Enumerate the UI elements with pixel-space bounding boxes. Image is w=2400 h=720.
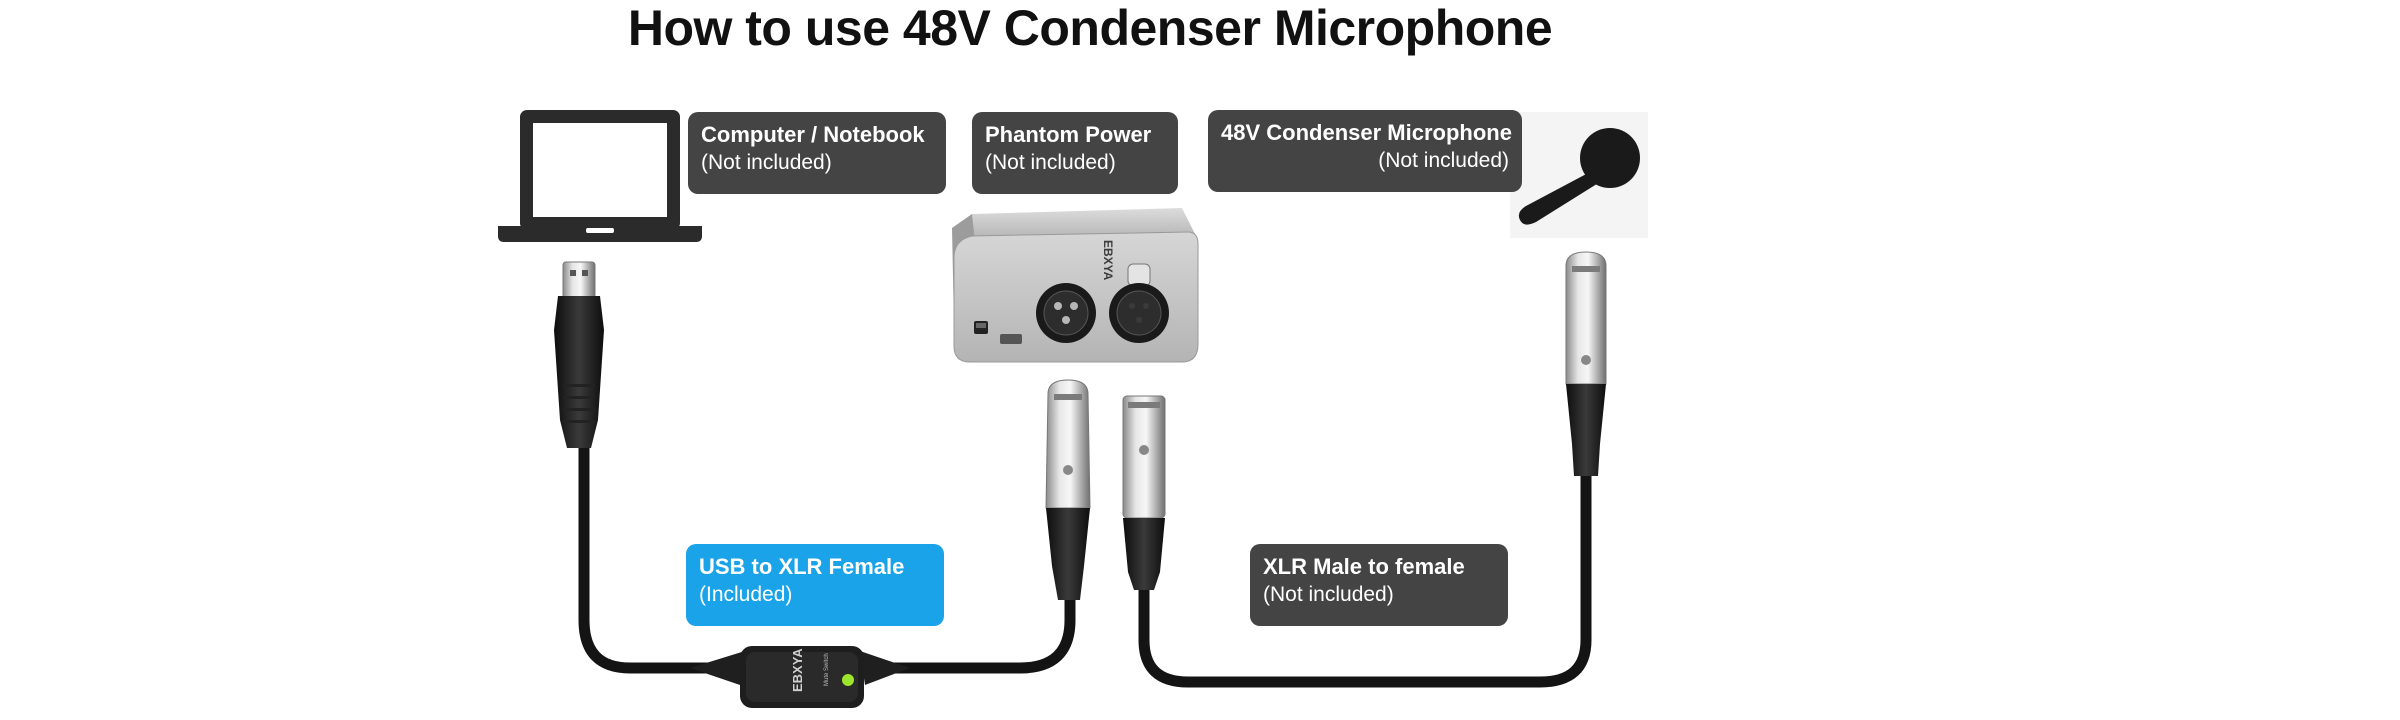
label-computer-note: (Not included) [701,151,832,174]
status-led [842,674,854,686]
page-title: How to use 48V Condenser Microphone [627,0,1553,56]
xlr-male-connector [1122,395,1166,590]
label-usb-to-xlr: USB to XLR Female (Included) [686,544,944,626]
label-usb-xlr-note: (Included) [699,583,793,606]
phantom-brand: EBXYA [1101,240,1115,281]
usb-adapter-box: EBXYA Mute Switch [690,646,910,708]
usb-plug [554,261,604,448]
label-usb-xlr-name: USB to XLR Female [699,554,905,579]
laptop-icon [498,110,702,242]
mic-xlr-connector [1565,251,1607,476]
label-microphone-note: (Not included) [1378,149,1509,172]
label-computer: Computer / Notebook (Not included) [688,112,946,194]
label-xlr-cable-note: (Not included) [1263,583,1394,606]
label-computer-name: Computer / Notebook [701,122,925,147]
label-phantom-name: Phantom Power [985,122,1152,147]
xlr-female-connector [1045,379,1091,600]
phantom-power-unit: EBXYA [952,208,1199,363]
label-microphone: 48V Condenser Microphone (Not included) [1208,110,1522,192]
label-phantom-power: Phantom Power (Not included) [972,112,1178,194]
adapter-switch-text: Mute Switch [824,653,830,686]
adapter-brand: EBXYA [790,648,805,692]
xlr-cable [1138,470,1592,688]
label-microphone-name: 48V Condenser Microphone [1221,120,1512,145]
label-phantom-note: (Not included) [985,151,1116,174]
microphone-icon [1510,112,1648,238]
label-xlr-cable-name: XLR Male to female [1263,554,1465,579]
label-xlr-cable: XLR Male to female (Not included) [1250,544,1508,626]
